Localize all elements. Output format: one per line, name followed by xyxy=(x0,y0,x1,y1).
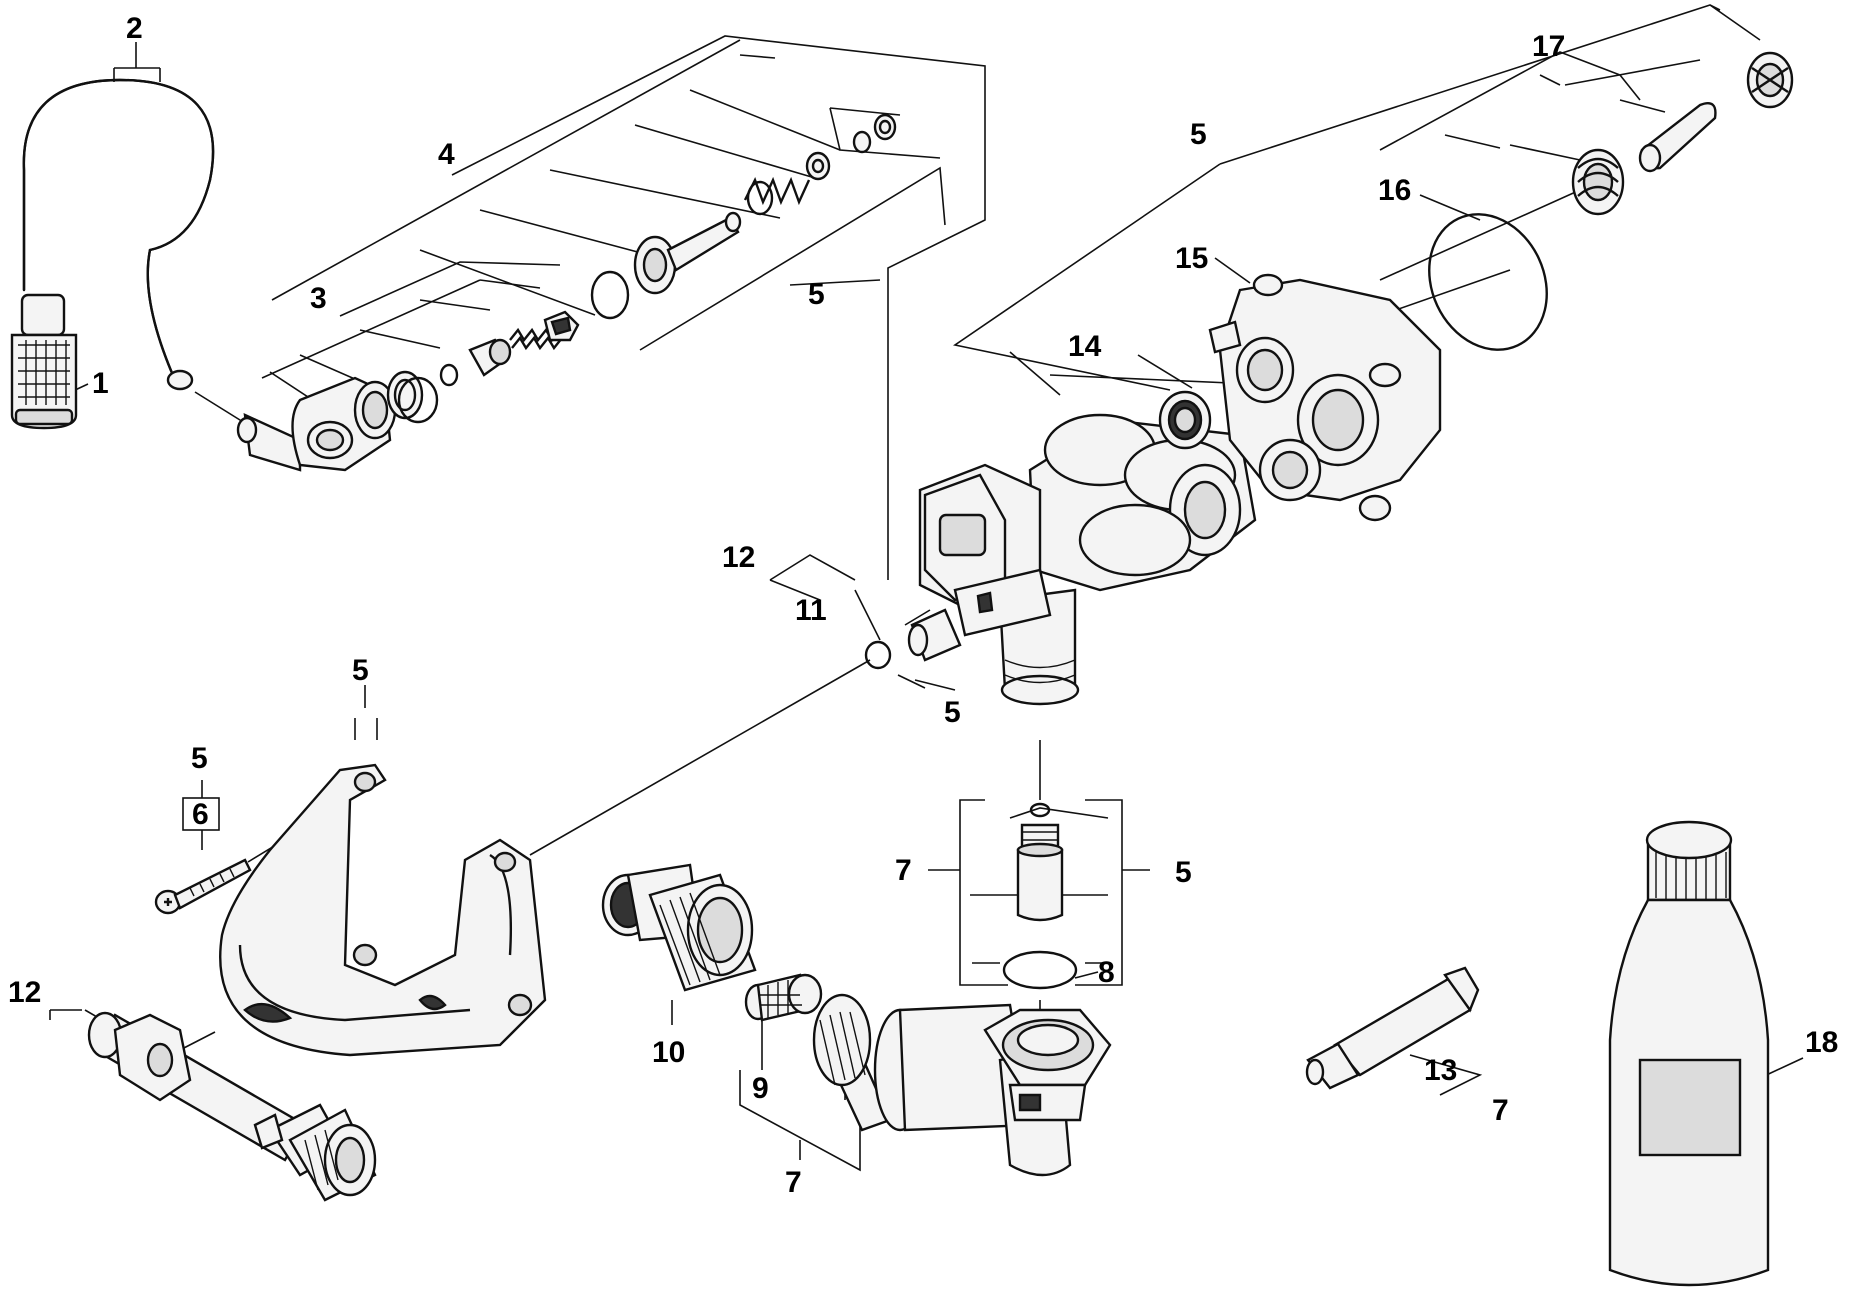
spring-piston xyxy=(743,176,811,216)
inlet-filter xyxy=(10,293,78,430)
label-part-3: 3 xyxy=(310,282,327,315)
washer-piston xyxy=(805,151,831,181)
valve-disc xyxy=(543,310,580,342)
o-ring-piston xyxy=(590,270,630,320)
suction-elbow-fitting xyxy=(236,370,424,472)
label-part-11: 11 xyxy=(795,594,827,627)
valve-seat xyxy=(468,338,512,377)
label-part-14: 14 xyxy=(1068,330,1102,363)
small-o-ring xyxy=(1029,802,1051,818)
washer-small xyxy=(439,363,459,387)
o-ring-large xyxy=(1428,213,1548,351)
piston-valve xyxy=(633,211,742,295)
o-ring-fitting xyxy=(864,640,892,670)
piston-seal xyxy=(1746,51,1794,109)
label-part-18: 18 xyxy=(1805,1026,1838,1059)
o-ring-small xyxy=(397,376,439,424)
outlet-tube xyxy=(87,1011,377,1202)
label-part-5-f: 5 xyxy=(1175,856,1192,889)
pressure-fitting xyxy=(907,608,962,662)
cylinder-flange xyxy=(1208,273,1442,522)
label-part-15: 15 xyxy=(1175,242,1208,275)
hose-bracket xyxy=(219,763,547,1057)
label-part-9: 9 xyxy=(752,1072,769,1105)
label-part-7-a: 7 xyxy=(895,854,912,887)
piston-rod xyxy=(1638,101,1717,173)
label-part-7-b: 7 xyxy=(785,1166,802,1199)
hose-coupling xyxy=(601,863,757,992)
label-part-5-a: 5 xyxy=(808,278,825,311)
label-part-7-c: 7 xyxy=(1492,1094,1509,1127)
seal-ring xyxy=(1158,390,1212,450)
label-part-2: 2 xyxy=(126,12,143,45)
washer-upper xyxy=(852,113,897,154)
label-part-5-e: 5 xyxy=(191,742,208,775)
screw xyxy=(154,858,252,915)
part-labels: 1 2 3 4 5 5 12 11 5 5 5 6 12 17 16 15 14… xyxy=(8,12,1838,1199)
label-part-10: 10 xyxy=(652,1036,685,1069)
grease-tube xyxy=(1305,966,1480,1090)
label-part-4: 4 xyxy=(438,138,455,171)
suction-hose xyxy=(22,78,215,391)
label-part-8: 8 xyxy=(1098,956,1115,989)
label-part-5-b: 5 xyxy=(1190,118,1207,151)
label-part-16: 16 xyxy=(1378,174,1411,207)
leader-lines xyxy=(49,4,1804,1172)
label-part-13: 13 xyxy=(1424,1054,1457,1087)
label-part-17: 17 xyxy=(1532,30,1565,63)
label-part-5-d: 5 xyxy=(352,654,369,687)
o-ring-valve xyxy=(1002,950,1078,990)
piston-spring xyxy=(1571,148,1625,216)
inlet-elbow xyxy=(812,993,1112,1177)
pump-head-housing xyxy=(918,413,1257,706)
label-part-5-c: 5 xyxy=(944,696,961,729)
label-part-6: 6 xyxy=(192,798,209,831)
inlet-sieve xyxy=(744,973,823,1022)
label-part-12-b: 12 xyxy=(8,976,41,1009)
oil-bottle xyxy=(1608,820,1770,1287)
label-box-part-6 xyxy=(182,797,220,831)
label-part-1: 1 xyxy=(92,367,109,400)
label-part-12-a: 12 xyxy=(722,541,755,574)
pressure-valve xyxy=(1016,823,1064,922)
